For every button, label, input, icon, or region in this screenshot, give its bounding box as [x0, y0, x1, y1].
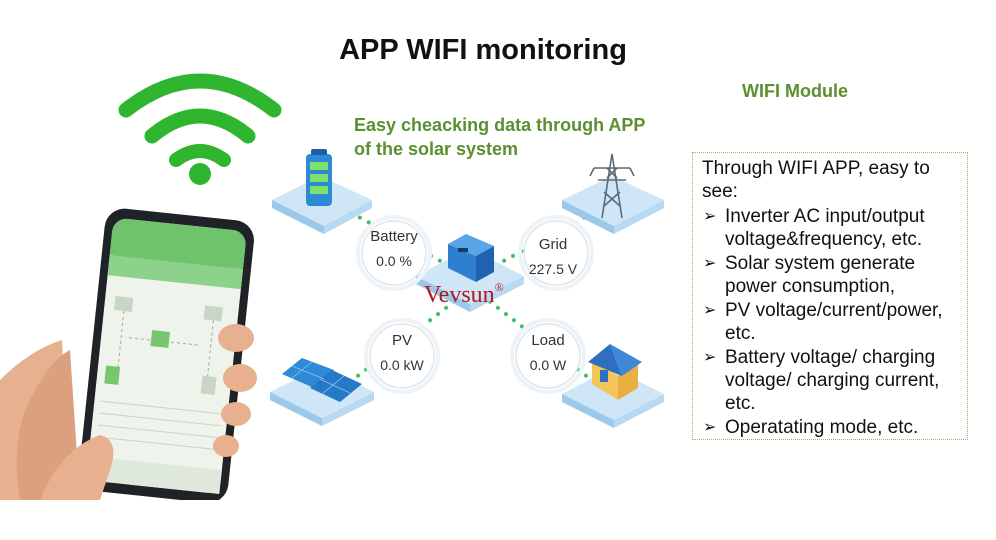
arrow-bullet-icon: ➢	[703, 208, 717, 225]
wifi-module-label: WIFI Module	[742, 81, 848, 101]
inverter-icon	[416, 234, 524, 312]
battery-label: Battery	[370, 228, 418, 245]
energy-flow-diagram	[270, 149, 664, 428]
pv-label: PV	[391, 332, 412, 349]
grid-value: 227.5 V	[528, 261, 578, 277]
transmission-tower-icon	[562, 153, 664, 234]
info-list: ➢Inverter AC input/output voltage&freque…	[702, 205, 961, 439]
smartphone-icon	[0, 208, 257, 500]
list-item: ➢Inverter AC input/output voltage&freque…	[703, 206, 925, 250]
brand-mark: ®	[494, 280, 504, 294]
load-node: Load 0.0 W	[516, 332, 580, 374]
list-item: ➢Battery voltage/ charging voltage/ char…	[703, 347, 940, 414]
house-icon	[562, 344, 664, 428]
list-item: ➢Solar system generate power consumption…	[703, 253, 916, 297]
arrow-bullet-icon: ➢	[703, 302, 717, 319]
info-intro: Through WIFI APP, easy to see:	[702, 158, 930, 202]
brand-logo: Vevsun®	[424, 280, 504, 309]
arrow-bullet-icon: ➢	[703, 419, 717, 436]
grid-node: Grid 227.5 V	[521, 236, 585, 278]
wifi-info-box: Through WIFI APP, easy to see: ➢Inverter…	[692, 152, 968, 440]
battery-icon	[272, 149, 372, 234]
arrow-bullet-icon: ➢	[703, 255, 717, 272]
brand-name: Vevsun	[424, 282, 495, 308]
wifi-icon	[118, 73, 282, 185]
pv-node: PV 0.0 kW	[370, 332, 434, 374]
load-label: Load	[531, 332, 565, 349]
list-item: ➢Operatating mode, etc.	[703, 417, 919, 438]
page-title: APP WIFI monitoring	[339, 34, 627, 66]
battery-node: Battery 0.0 %	[362, 228, 426, 270]
arrow-bullet-icon: ➢	[703, 349, 717, 366]
list-item: ➢PV voltage/current/power, etc.	[703, 300, 943, 344]
subtitle: Easy cheacking data through APP of the s…	[354, 115, 646, 159]
solar-panel-icon	[270, 358, 374, 426]
load-value: 0.0 W	[529, 357, 567, 373]
battery-value: 0.0 %	[376, 253, 412, 269]
grid-label: Grid	[538, 236, 568, 253]
pv-value: 0.0 kW	[380, 357, 424, 373]
